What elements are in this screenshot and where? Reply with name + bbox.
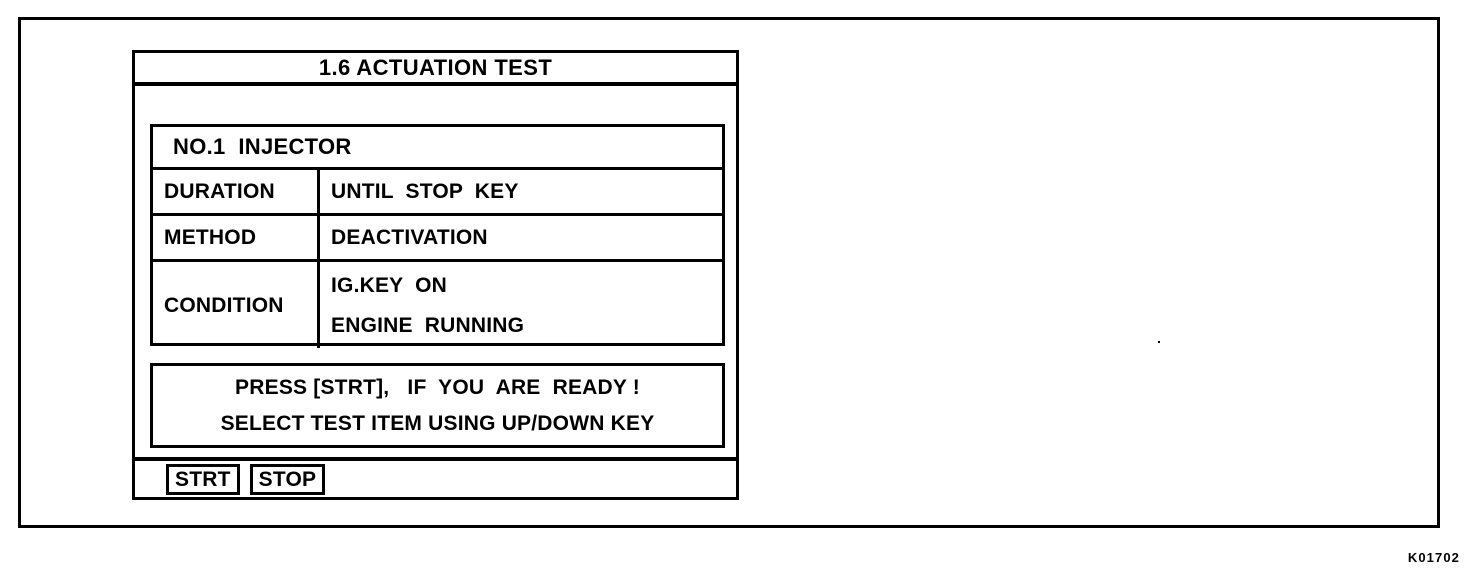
condition-value-line-1: IG.KEY ON — [331, 273, 447, 297]
row-value-duration: UNTIL STOP KEY — [320, 170, 722, 213]
duration-label: DURATION — [164, 180, 275, 203]
condition-value-line-2: ENGINE RUNNING — [331, 313, 525, 337]
stop-button[interactable]: STOP — [249, 463, 326, 495]
method-label: METHOD — [164, 226, 257, 249]
row-label-method: METHOD — [153, 216, 320, 259]
softkey-bar: STRT STOP — [135, 457, 736, 497]
row-value-condition: IG.KEY ON ENGINE RUNNING — [320, 262, 722, 348]
duration-value: UNTIL STOP KEY — [331, 180, 519, 203]
prompt-line-1: PRESS [STRT], IF YOU ARE READY ! — [235, 376, 640, 399]
page-title: 1.6 ACTUATION TEST — [318, 54, 553, 80]
row-value-method: DEACTIVATION — [320, 216, 722, 259]
actuation-test-info-table: NO.1 INJECTOR DURATION UNTIL STOP KEY ME… — [150, 124, 725, 348]
scan-artifact-speck — [1158, 341, 1160, 343]
figure-reference-code: K01702 — [1407, 550, 1460, 565]
table-row: DURATION UNTIL STOP KEY — [153, 170, 722, 216]
strt-button[interactable]: STRT — [166, 463, 240, 495]
table-header-row: NO.1 INJECTOR — [153, 127, 722, 170]
table-row: METHOD DEACTIVATION — [153, 216, 722, 262]
row-label-condition: CONDITION — [153, 262, 320, 348]
stop-button-label: STOP — [258, 467, 317, 491]
figure-outer-frame: 1.6 ACTUATION TEST NO.1 INJECTOR DURATIO… — [18, 17, 1440, 528]
condition-label: CONDITION — [164, 293, 284, 317]
prompt-line-2: SELECT TEST ITEM USING UP/DOWN KEY — [220, 412, 655, 435]
table-row: CONDITION IG.KEY ON ENGINE RUNNING — [153, 262, 722, 348]
row-label-duration: DURATION — [153, 170, 320, 213]
screen-title-bar: 1.6 ACTUATION TEST — [135, 53, 736, 86]
method-value: DEACTIVATION — [331, 226, 488, 249]
prompt-message-box: PRESS [STRT], IF YOU ARE READY ! SELECT … — [150, 363, 725, 448]
strt-button-label: STRT — [175, 467, 231, 491]
scan-tool-screen: 1.6 ACTUATION TEST NO.1 INJECTOR DURATIO… — [132, 50, 739, 500]
selected-test-item-label: NO.1 INJECTOR — [173, 134, 352, 159]
